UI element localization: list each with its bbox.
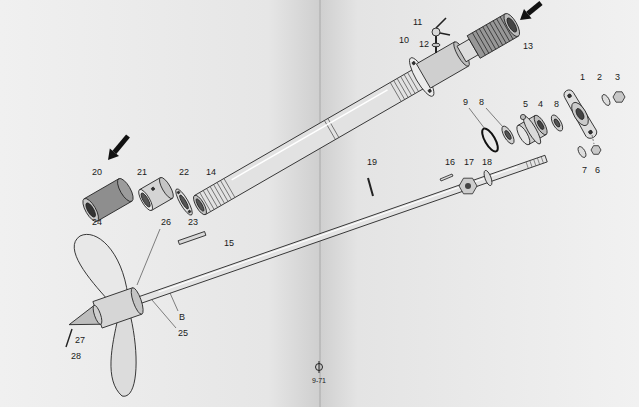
callout-number: 25 xyxy=(178,328,188,338)
callout-number: 7 xyxy=(582,165,587,175)
callout-number: 21 xyxy=(137,167,147,177)
callout-number: 27 xyxy=(75,335,85,345)
callout-number: 13 xyxy=(523,41,533,51)
callout-number: B xyxy=(179,312,185,322)
callout-number: 11 xyxy=(413,17,422,27)
callout-number: 8 xyxy=(554,99,559,109)
callout-number: 18 xyxy=(482,157,492,167)
callout-number: 15 xyxy=(224,238,234,248)
callout-number: 19 xyxy=(367,157,377,167)
callout-number: 4 xyxy=(538,99,543,109)
callout-number: 17 xyxy=(464,157,474,167)
callout-number: 10 xyxy=(399,35,409,45)
callout-number: 3 xyxy=(615,72,620,82)
callout-number: 8 xyxy=(479,97,484,107)
callout-number: 20 xyxy=(92,167,102,177)
callout-number: 24 xyxy=(92,217,102,227)
callout-number: 9 xyxy=(463,97,468,107)
callout-number: 5 xyxy=(523,99,528,109)
callout-number: 2 xyxy=(597,72,602,82)
callout-number: 1 xyxy=(580,72,585,82)
callout-number: 9-71 xyxy=(312,377,326,385)
callout-number: 16 xyxy=(445,157,455,167)
callout-number: 23 xyxy=(188,217,198,227)
callout-number: 6 xyxy=(595,165,600,175)
callout-number: 28 xyxy=(71,351,81,361)
callout-number: 22 xyxy=(179,167,189,177)
callout-number: 26 xyxy=(161,217,171,227)
callout-number: 12 xyxy=(419,39,429,49)
callout-number: 14 xyxy=(206,167,216,177)
